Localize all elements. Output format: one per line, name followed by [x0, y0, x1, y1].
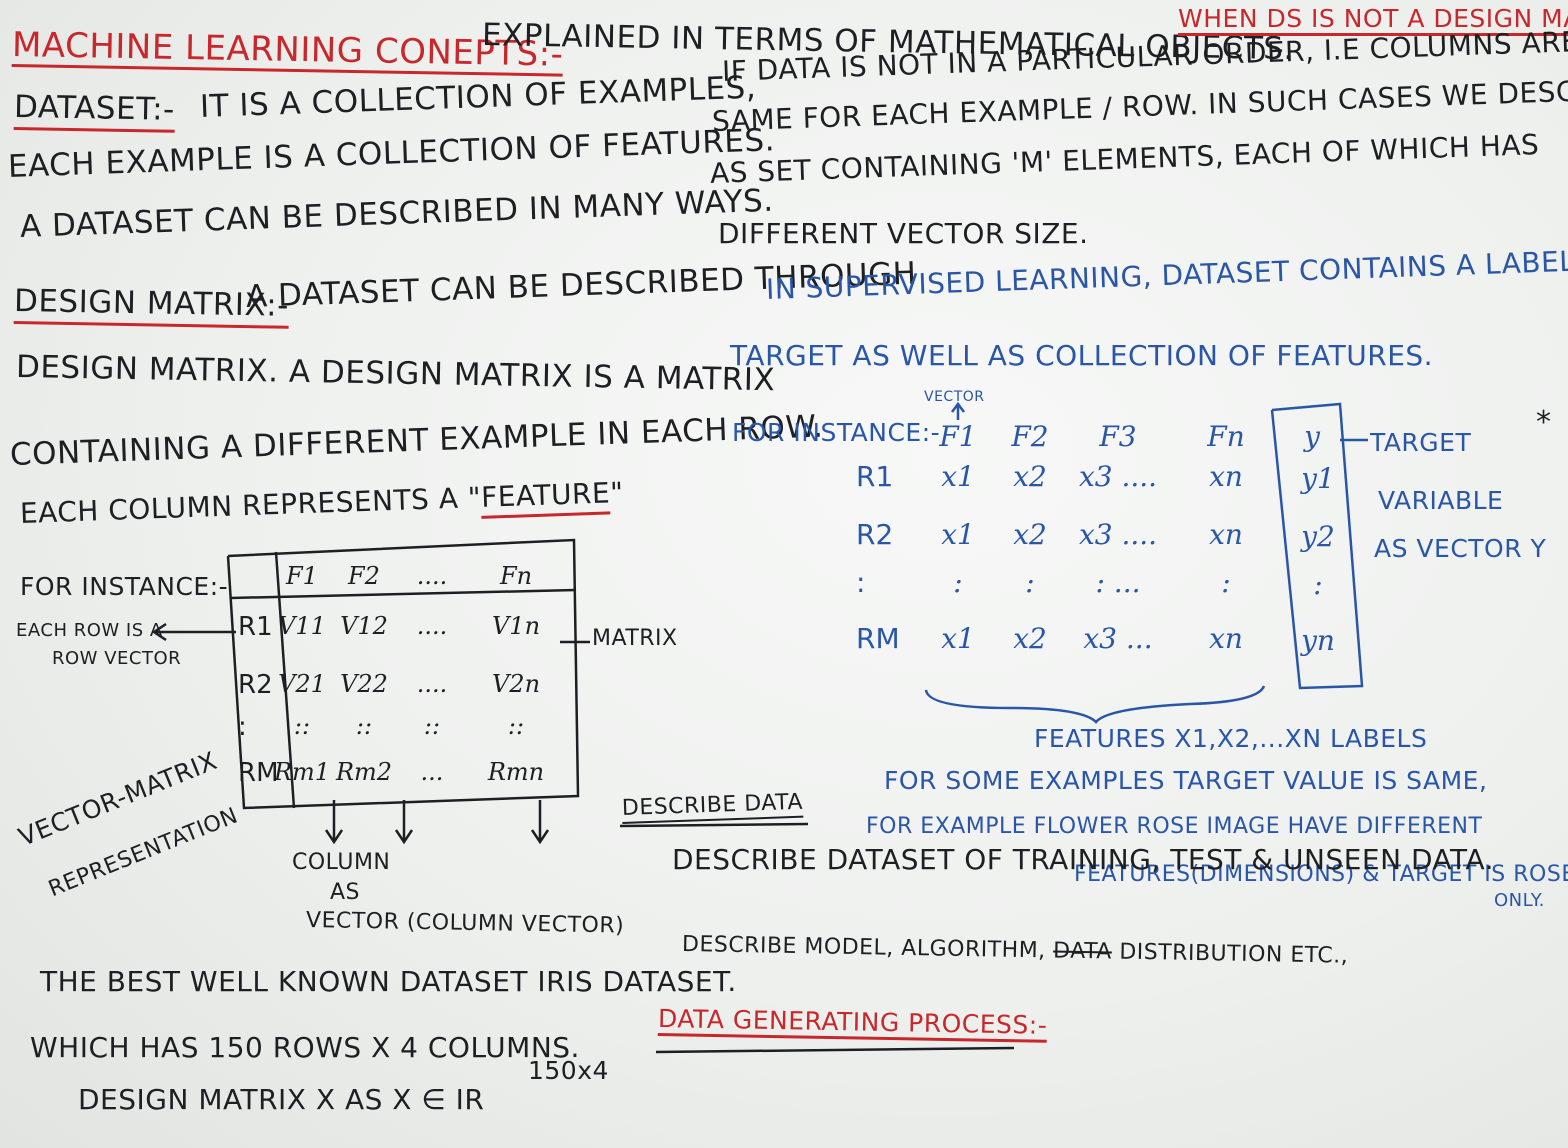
- matrix-header: F2: [348, 562, 380, 590]
- matrix-cell: V11: [278, 612, 326, 640]
- supervised-y-value: yn: [1301, 624, 1335, 657]
- matrix-cell: Rm2: [335, 758, 393, 786]
- matrix-cell: ....: [416, 612, 448, 640]
- matrix-header-rule: [229, 588, 577, 600]
- matrix-row-rule: [274, 551, 296, 809]
- col-arrowhead-1: [324, 829, 344, 845]
- supervised-cell: :: [1025, 566, 1035, 599]
- process-underline-extra: [655, 1046, 1015, 1054]
- iris-superscript: 150x4: [528, 1056, 609, 1085]
- vector-note: Vector: [924, 389, 985, 405]
- supervised-line-2: Target As Well As Collection Of Features…: [730, 339, 1434, 372]
- star-mark: *: [1536, 405, 1552, 440]
- supervised-header: F3: [1099, 420, 1137, 453]
- supervised-cell: xn: [1209, 460, 1243, 493]
- supervised-header: F2: [1011, 420, 1049, 453]
- supervised-cell: x1: [941, 622, 975, 655]
- column-note-2: As: [330, 880, 361, 905]
- iris-line-1: The Best Well Known DataSet Iris DataSet…: [40, 965, 737, 998]
- supervised-header: F1: [939, 420, 977, 453]
- matrix-row-label: :: [238, 712, 247, 742]
- supervised-cell: xn: [1209, 622, 1243, 655]
- matrix-cell: Rm1: [273, 758, 331, 786]
- target-line-3: As Vector y: [1374, 534, 1547, 563]
- row-note-2: Row Vector: [52, 648, 182, 669]
- matrix-header: ....: [416, 562, 448, 590]
- matrix-header: Fn: [499, 562, 533, 590]
- col-arrowhead-3: [530, 829, 550, 845]
- describe-line-1: Describe Dataset Of Training, Test & Uns…: [672, 843, 1495, 876]
- vector-arrowhead: [951, 401, 965, 413]
- supervised-row-label: :: [856, 566, 866, 599]
- target-line-2: Variable: [1378, 486, 1504, 515]
- matrix-cell: V12: [340, 612, 388, 640]
- supervised-cell: x2: [1013, 460, 1047, 493]
- describe-underline: [619, 822, 809, 828]
- matrix-cell: ::: [355, 712, 373, 740]
- iris-line-3: Design Matrix X As X ∈ IR: [78, 1083, 485, 1116]
- matrix-row-label: R2: [238, 670, 273, 700]
- matrix-cell: ::: [293, 712, 311, 740]
- supervised-cell: x2: [1013, 518, 1047, 551]
- supervised-note-4: Only.: [1494, 890, 1545, 911]
- column-note-1: Column: [292, 850, 391, 875]
- supervised-cell: x3 ....: [1078, 460, 1158, 493]
- row-note-arrowhead: [151, 622, 167, 642]
- matrix-cell: ::: [507, 712, 525, 740]
- supervised-y-value: y2: [1301, 520, 1335, 553]
- supervised-y-value: :: [1313, 568, 1323, 601]
- y-column-box: [1270, 402, 1364, 690]
- supervised-cell: :: [953, 566, 963, 599]
- supervised-cell: x1: [941, 518, 975, 551]
- row-note-1: Each Row Is A: [16, 620, 163, 641]
- matrix-label: Matrix: [592, 626, 678, 651]
- matrix-cell: V1n: [491, 612, 541, 640]
- matrix-cell: Rmn: [487, 758, 545, 786]
- iris-line-2: Which Has 150 Rows x 4 Columns.: [30, 1031, 580, 1064]
- supervised-cell: x3 ...: [1083, 622, 1153, 655]
- not-matrix-line-4: Different Vector Size.: [718, 217, 1089, 250]
- supervised-row-label: Rm: [856, 622, 900, 655]
- not-design-matrix-title: When Ds Is Not A Design Matrix: [1178, 6, 1568, 36]
- supervised-cell: x1: [941, 460, 975, 493]
- supervised-cell: xn: [1209, 518, 1243, 551]
- target-line-1: Target: [1370, 428, 1472, 457]
- col-arrowhead-2: [394, 829, 414, 845]
- supervised-header: Fn: [1207, 420, 1245, 453]
- supervised-for-instance: For Instance:-: [732, 418, 941, 447]
- matrix-cell: ...: [420, 758, 444, 786]
- matrix-row-label: Rm: [238, 758, 279, 788]
- matrix-cell: ::: [423, 712, 441, 740]
- supervised-row-label: R2: [856, 518, 894, 551]
- supervised-cell: x2: [1013, 622, 1047, 655]
- matrix-for-instance: For Instance:-: [20, 572, 229, 601]
- features-label: Features x1,x2,...xn Labels: [1034, 724, 1428, 753]
- supervised-cell: : ...: [1095, 566, 1141, 599]
- supervised-note-2: For Example Flower Rose Image Have Diffe…: [866, 814, 1483, 839]
- matrix-cell: V22: [340, 670, 388, 698]
- supervised-row-label: R1: [856, 460, 894, 493]
- matrix-row-label: R1: [238, 612, 273, 642]
- supervised-cell: :: [1221, 566, 1231, 599]
- supervised-cell: x3 ....: [1078, 518, 1158, 551]
- features-brace: [924, 685, 1266, 724]
- supervised-note-3: Features(Dimensions) & Target Is Rose: [1074, 862, 1568, 887]
- matrix-header: F1: [286, 562, 318, 590]
- supervised-note-1: For Some Examples Target Value Is Same,: [884, 766, 1488, 795]
- matrix-cell: V2n: [491, 670, 541, 698]
- matrix-cell: ....: [416, 670, 448, 698]
- supervised-y-value: y1: [1301, 462, 1335, 495]
- matrix-box: [226, 538, 580, 810]
- supervised-y-header: y: [1304, 420, 1320, 453]
